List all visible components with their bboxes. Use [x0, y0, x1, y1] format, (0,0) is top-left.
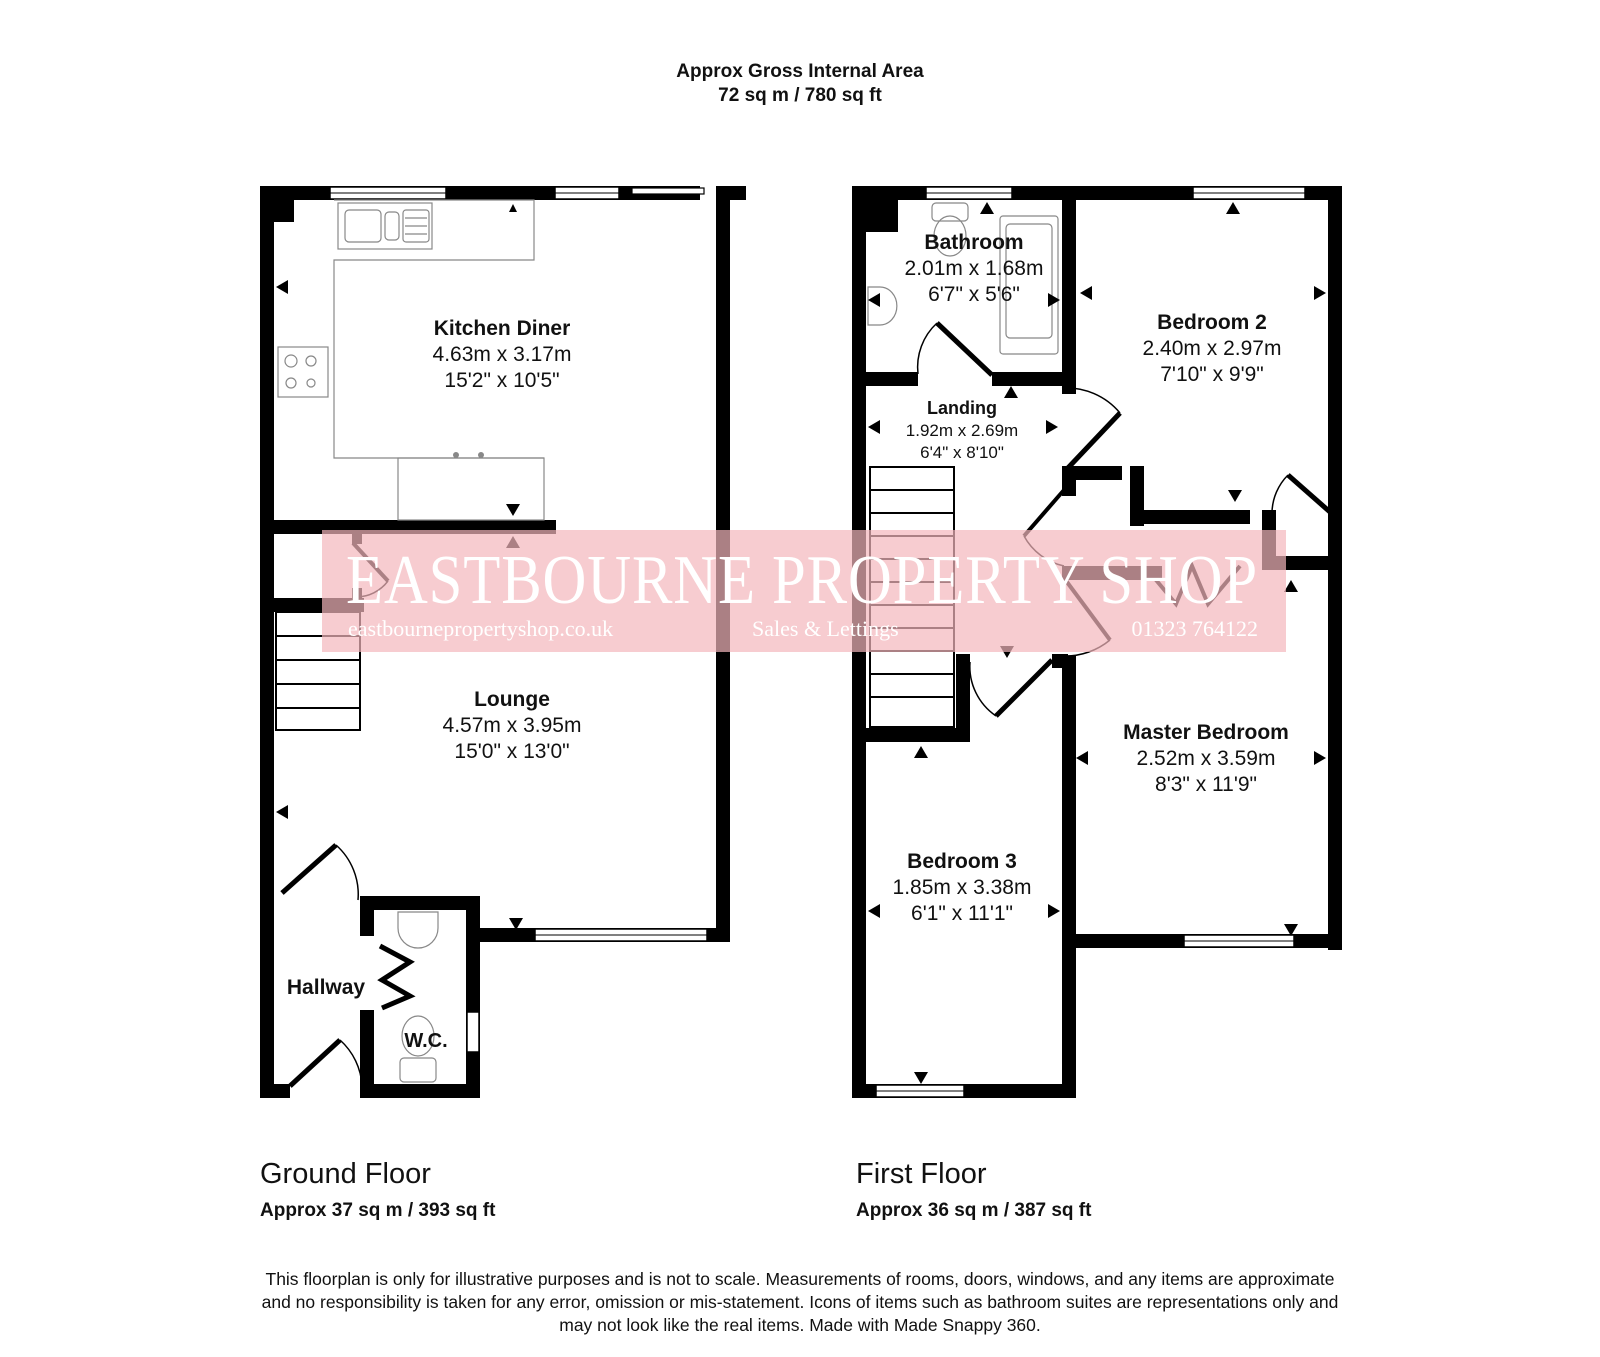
gross-area-title: Approx Gross Internal Area	[676, 61, 924, 82]
watermark-banner	[322, 530, 1286, 652]
disclaimer-line-2: and no responsibility is taken for any e…	[261, 1292, 1339, 1312]
sink-icon	[337, 202, 433, 250]
room-name-hallway: Hallway	[287, 976, 366, 999]
room-imperial-bedroom-3: 6'1" x 11'1"	[911, 902, 1013, 925]
disclaimer-line-1: This floorplan is only for illustrative …	[265, 1269, 1335, 1289]
room-metric-bathroom: 2.01m x 1.68m	[905, 257, 1044, 280]
bathroom-fixtures	[867, 202, 1059, 355]
first-floor-area: Approx 36 sq m / 387 sq ft	[856, 1200, 1092, 1221]
room-imperial-kitchen-diner: 15'2" x 10'5"	[444, 369, 559, 392]
watermark-phone: 01323 764122	[1132, 616, 1259, 641]
room-metric-bedroom-3: 1.85m x 3.38m	[893, 876, 1032, 899]
room-metric-bedroom-2: 2.40m x 2.97m	[1143, 337, 1282, 360]
room-name-master-bedroom: Master Bedroom	[1123, 721, 1289, 744]
watermark-website: eastbournepropertyshop.co.uk	[348, 616, 613, 641]
watermark-tagline: Sales & Lettings	[752, 616, 899, 641]
room-metric-kitchen-diner: 4.63m x 3.17m	[433, 343, 572, 366]
room-name-kitchen-diner: Kitchen Diner	[434, 317, 571, 340]
hob-icon	[277, 346, 329, 398]
room-name-bedroom-3: Bedroom 3	[907, 850, 1017, 873]
gross-area-value: 72 sq m / 780 sq ft	[718, 85, 882, 106]
kitchen-worktops	[333, 199, 545, 521]
disclaimer-line-3: may not look like the real items. Made w…	[559, 1315, 1041, 1335]
first-floor-title: First Floor	[856, 1158, 987, 1190]
room-imperial-master-bedroom: 8'3" x 11'9"	[1155, 773, 1257, 796]
disclaimer: This floorplan is only for illustrative …	[0, 1268, 1600, 1337]
room-metric-landing: 1.92m x 2.69m	[906, 421, 1018, 440]
room-labels: Kitchen Diner 4.63m x 3.17m 15'2" x 10'5…	[287, 231, 1289, 1052]
room-imperial-landing: 6'4" x 8'10"	[920, 443, 1004, 462]
watermark-brand: EASTBOURNE PROPERTY SHOP	[346, 542, 1258, 619]
room-name-lounge: Lounge	[474, 688, 550, 711]
room-metric-master-bedroom: 2.52m x 3.59m	[1137, 747, 1276, 770]
room-metric-lounge: 4.57m x 3.95m	[443, 714, 582, 737]
room-imperial-bedroom-2: 7'10" x 9'9"	[1160, 363, 1264, 386]
room-name-landing: Landing	[927, 398, 997, 418]
room-imperial-lounge: 15'0" x 13'0"	[454, 740, 569, 763]
room-name-bedroom-2: Bedroom 2	[1157, 311, 1267, 334]
ground-floor-plan	[260, 186, 746, 1098]
room-imperial-bathroom: 6'7" x 5'6"	[928, 283, 1020, 306]
wc-fixtures	[397, 911, 439, 1083]
dimension-arrows	[276, 204, 728, 930]
room-name-wc: W.C.	[404, 1030, 447, 1052]
agency-watermark: EASTBOURNE PROPERTY SHOP eastbourneprope…	[322, 530, 1286, 652]
ground-floor-area: Approx 37 sq m / 393 sq ft	[260, 1200, 496, 1221]
room-name-bathroom: Bathroom	[924, 231, 1023, 254]
ground-floor-title: Ground Floor	[260, 1158, 431, 1190]
